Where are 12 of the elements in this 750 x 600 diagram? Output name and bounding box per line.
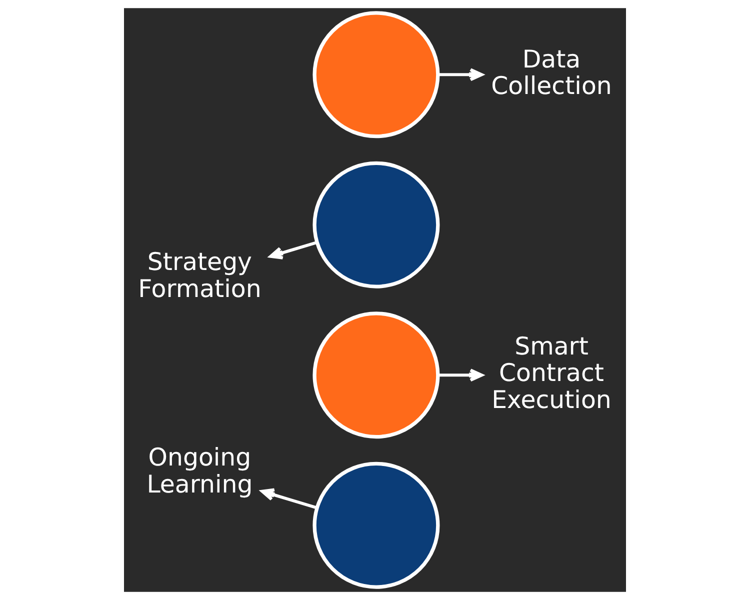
node-circle [312, 312, 440, 439]
arrow [438, 68, 484, 82]
node-text: Strategy Formation [138, 247, 262, 303]
node-circle [312, 161, 440, 288]
node-text: Data Collection [491, 44, 612, 100]
arrow [260, 488, 317, 510]
node-circle [312, 11, 440, 138]
arrow [269, 240, 318, 260]
node-circle [312, 462, 440, 589]
node-text: Smart Contract Execution [492, 331, 612, 414]
node-text: Ongoing Learning [146, 442, 253, 498]
arrow [438, 368, 484, 382]
